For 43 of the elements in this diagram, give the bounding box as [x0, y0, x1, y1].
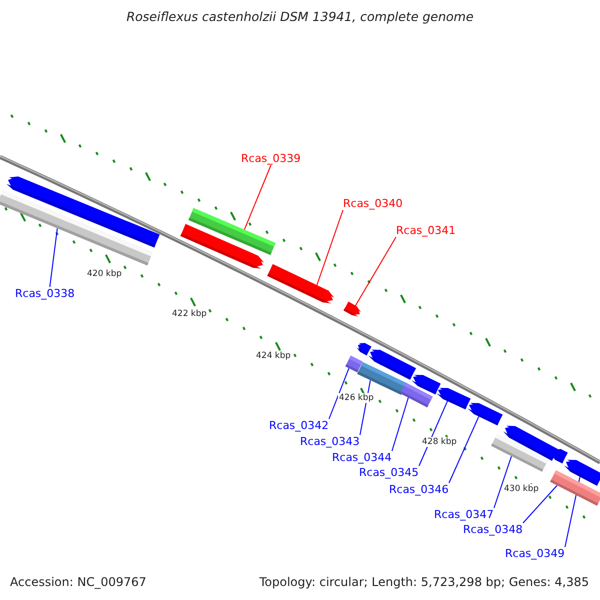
- gene-label: Rcas_0349: [505, 547, 565, 560]
- scale-label: 420 kbp: [86, 269, 123, 279]
- gene-label: Rcas_0346: [389, 483, 449, 496]
- gene-label: Rcas_0341: [396, 224, 456, 237]
- gene-feature: [344, 302, 361, 317]
- gene-label: Rcas_0343: [300, 435, 360, 448]
- genome-info-text: Topology: circular; Length: 5,723,298 bp; Genes: 4,385: [258, 575, 590, 589]
- scale-label: 422 kbp: [171, 309, 208, 319]
- leader-line: [522, 484, 558, 524]
- leader-line: [494, 456, 512, 508]
- gene-feature: [491, 434, 548, 472]
- gene-feature: [411, 374, 441, 394]
- gene-feature: [550, 470, 600, 506]
- gene-label: Rcas_0345: [359, 466, 419, 479]
- leader-line: [316, 210, 344, 286]
- gene-label: Rcas_0344: [332, 451, 392, 464]
- gene-label: Rcas_0348: [463, 523, 523, 536]
- leader-line: [354, 236, 396, 306]
- gene-feature: [357, 362, 407, 395]
- leader-line: [244, 164, 272, 230]
- leader-line: [49, 228, 58, 288]
- gene-feature: [356, 343, 372, 356]
- leader-line: [392, 397, 409, 452]
- gene-label: Rcas_0342: [269, 419, 329, 432]
- scale-label: 428 kbp: [421, 437, 458, 447]
- gene-feature: [467, 402, 503, 426]
- gene-label: Rcas_0338: [15, 287, 75, 300]
- gene-label: Rcas_0339: [241, 152, 301, 165]
- scale-label: 424 kbp: [255, 351, 292, 361]
- gene-feature: [267, 264, 334, 304]
- gene-feature: [180, 224, 264, 269]
- gene-feature: [436, 388, 471, 410]
- title: Roseiflexus castenholzii DSM 13941, complete genome: [125, 9, 475, 24]
- gene-feature: [551, 449, 568, 464]
- accession-text: Accession: NC_009767: [9, 575, 148, 589]
- scale-label: 430 kbp: [503, 484, 540, 494]
- leader-line: [448, 416, 480, 484]
- gene-feature: [0, 190, 153, 266]
- leader-line: [328, 368, 350, 420]
- scale-label: 426 kbp: [338, 393, 375, 403]
- gene-label: Rcas_0340: [343, 197, 403, 210]
- leader-line: [418, 400, 448, 466]
- gene-label: Rcas_0347: [434, 508, 494, 521]
